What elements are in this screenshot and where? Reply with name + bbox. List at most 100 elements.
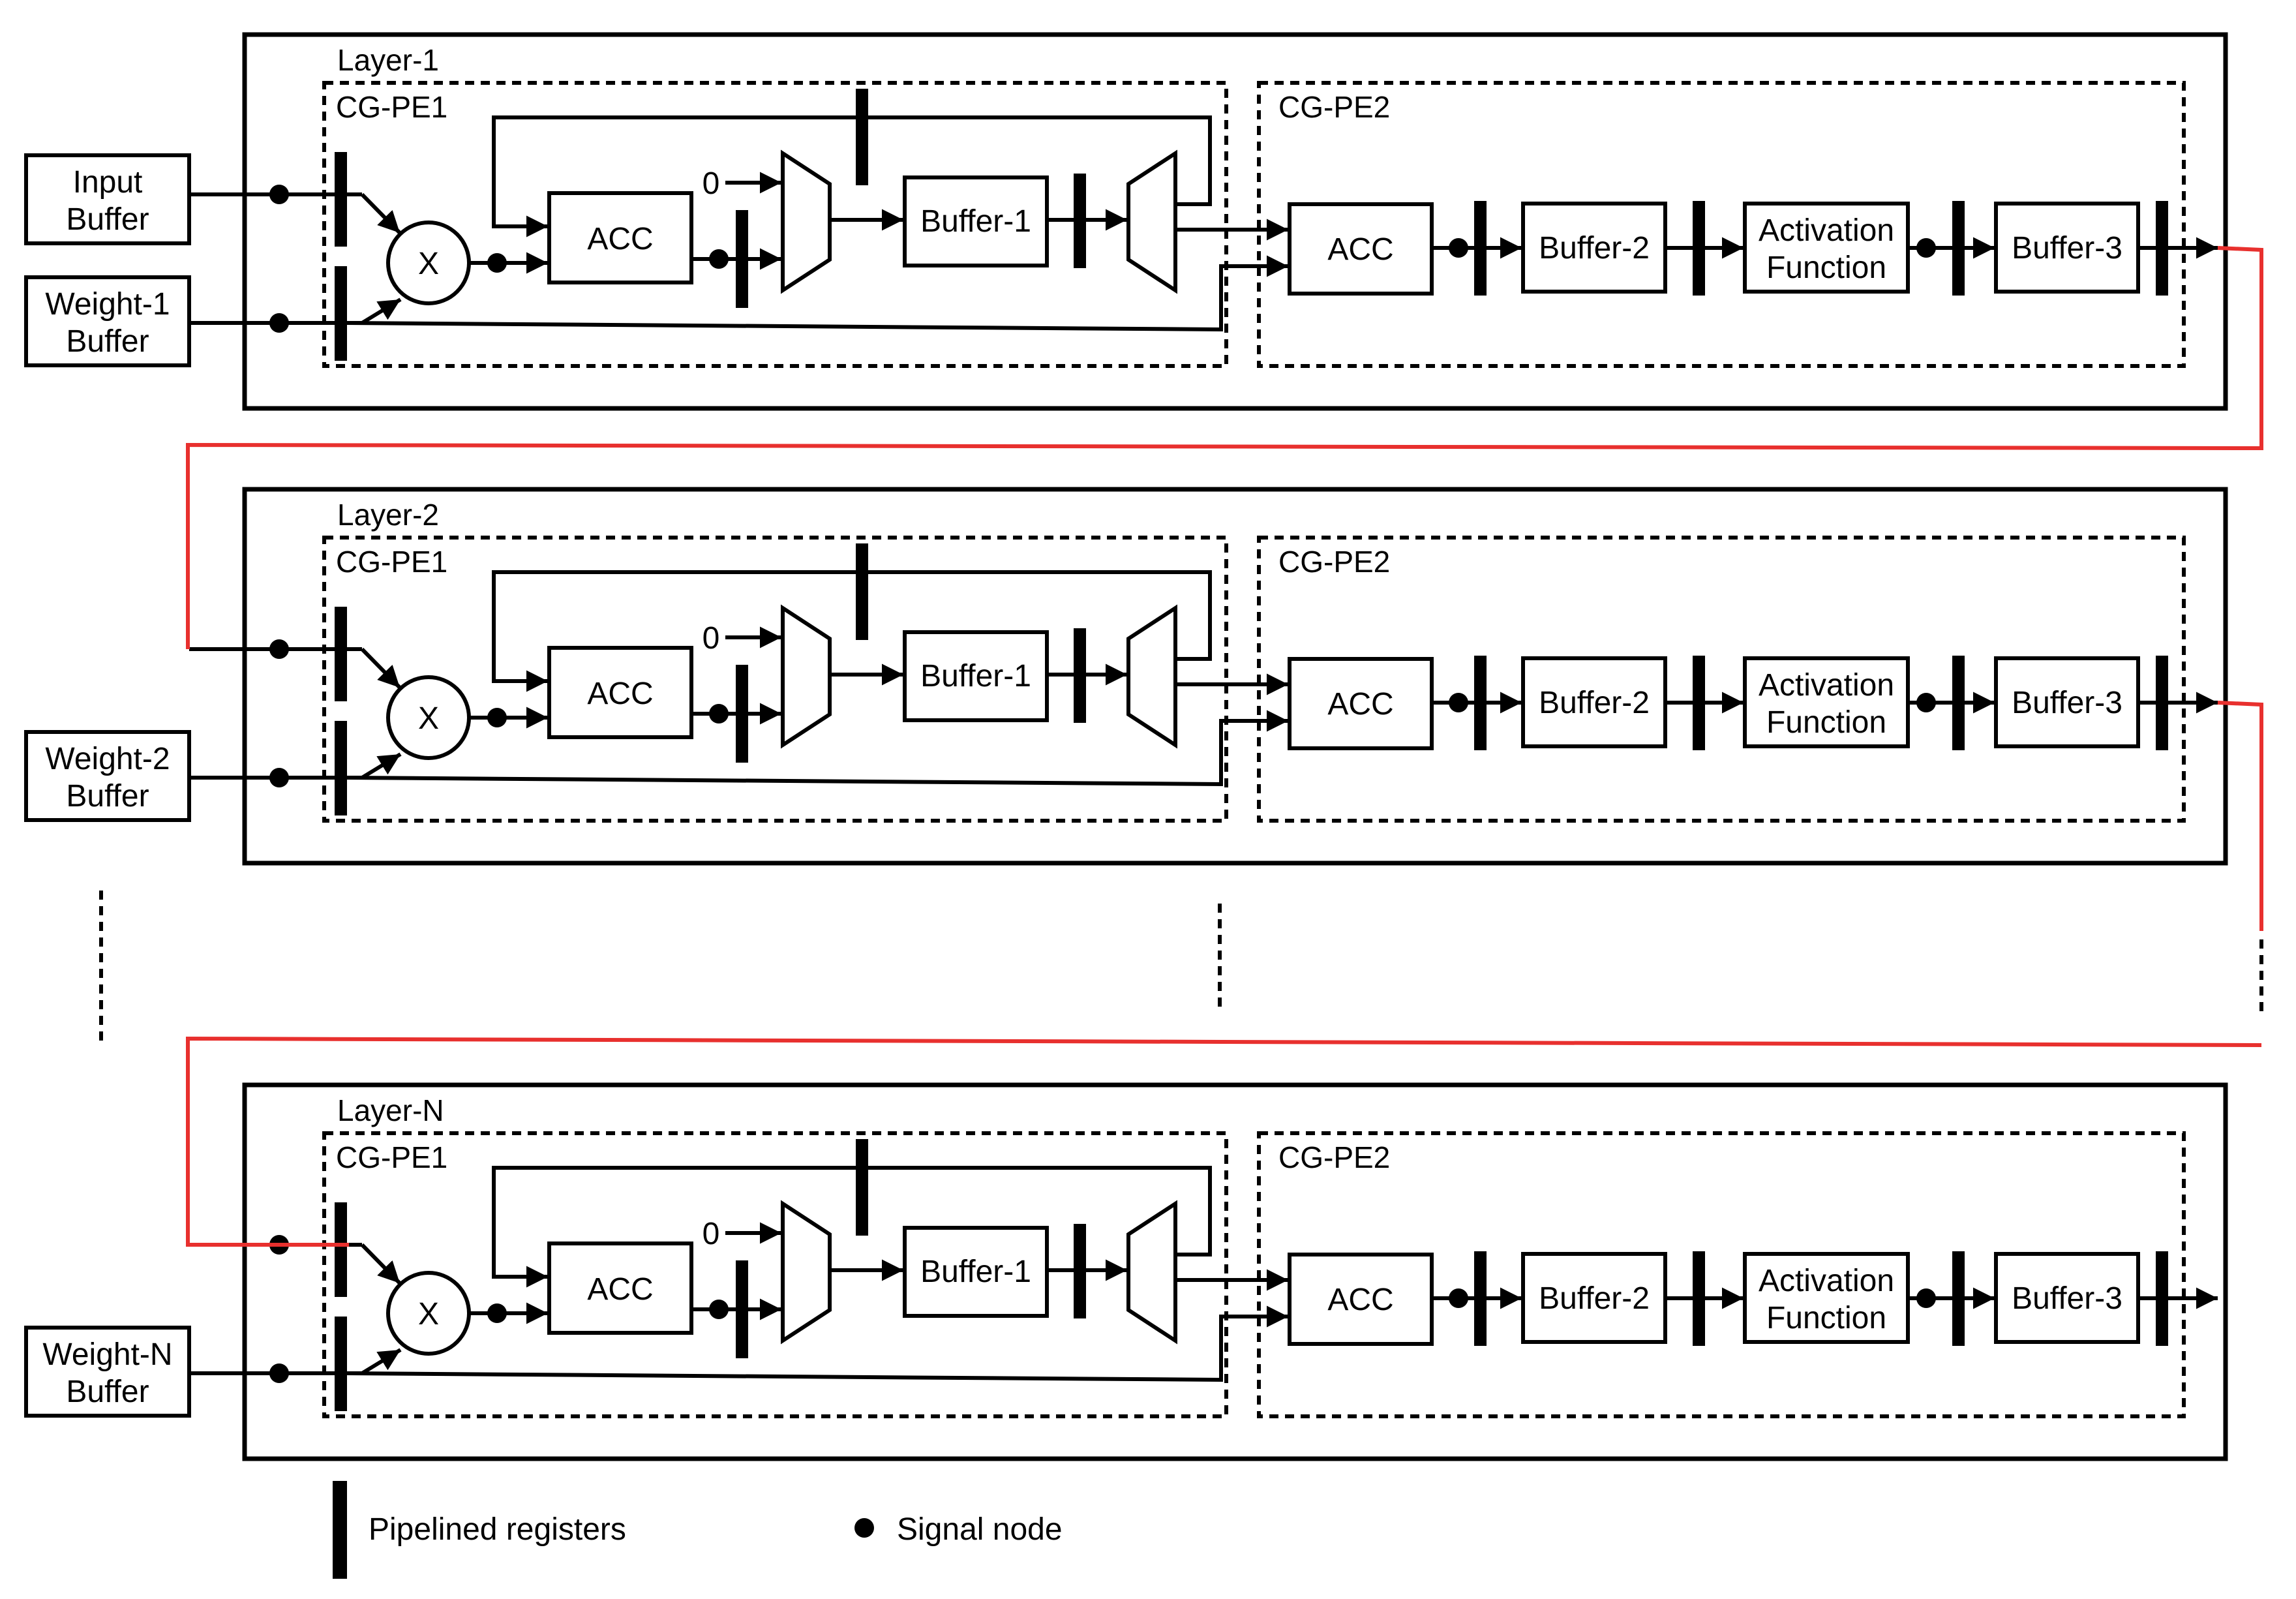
activation-function-label: Function	[1766, 705, 1886, 740]
layer-frame	[242, 487, 2228, 866]
layer-1: Layer-1 CG-PE1 CG-PE2 Input Buffer Weigh…	[24, 32, 2228, 411]
signal-node	[269, 313, 289, 333]
pipeline-register	[736, 210, 748, 308]
feedback-wire	[492, 1166, 1212, 1288]
buffer-2-label: Buffer-2	[1539, 686, 1650, 720]
multiplexer	[781, 149, 832, 294]
pipeline-register	[2156, 656, 2168, 750]
pipeline-register	[736, 1260, 748, 1358]
legend-node-swatch	[854, 1518, 874, 1538]
wire	[361, 1348, 402, 1375]
layer-link-1-to-2	[186, 246, 2263, 649]
layer-link-2-to-next	[2217, 701, 2263, 931]
signal-node	[487, 1303, 507, 1323]
buffer-1-label: Buffer-1	[920, 659, 1031, 693]
wire	[360, 647, 402, 690]
pipeline-register	[1474, 201, 1487, 296]
activation-function-block	[1743, 656, 1910, 748]
legend: Pipelined registers Signal node	[333, 1481, 1063, 1579]
acc-block	[1288, 657, 1434, 750]
buffer-1-block	[903, 1226, 1049, 1318]
layer-link-to-n	[186, 1036, 2262, 1247]
zero-label: 0	[702, 1217, 720, 1251]
weight-buffer-label: Weight-1	[45, 287, 170, 322]
pipeline-register	[2156, 1251, 2168, 1346]
pipeline-register	[1474, 656, 1487, 750]
buffer-3-block	[1994, 656, 2140, 748]
acc-block	[547, 191, 693, 284]
activation-function-block	[1743, 202, 1910, 294]
signal-node	[1916, 1288, 1936, 1308]
wire	[360, 192, 402, 235]
pipeline-register	[1074, 1224, 1086, 1318]
layer-title: Layer-1	[337, 43, 439, 77]
activation-function-label: Function	[1766, 1301, 1886, 1335]
multiplexer	[781, 1200, 832, 1345]
weight-bypass-wire	[346, 710, 1288, 787]
acc-label: ACC	[587, 677, 653, 711]
signal-node	[1916, 693, 1936, 712]
weight-buffer-label: Weight-N	[42, 1337, 172, 1372]
buffer-2-block	[1521, 202, 1667, 294]
signal-node	[709, 1300, 729, 1319]
demultiplexer	[1126, 604, 1177, 749]
weight-buffer-block	[24, 730, 191, 822]
input-buffer-block	[24, 153, 191, 245]
acc-block	[1288, 1253, 1434, 1346]
multiplier-label: X	[418, 1297, 439, 1332]
legend-register-label: Pipelined registers	[369, 1512, 626, 1547]
weight-buffer-block	[24, 275, 191, 367]
acc-label: ACC	[1327, 232, 1393, 267]
layer-2: Layer-2 CG-PE1 CG-PE2 Weight-2 Buffer X …	[24, 487, 2228, 866]
pipeline-register	[1074, 174, 1086, 268]
demultiplexer	[1126, 149, 1177, 294]
activation-function-label: Function	[1766, 251, 1886, 285]
acc-block	[547, 646, 693, 739]
wire	[360, 1243, 402, 1285]
pipeline-register	[856, 543, 868, 640]
signal-node	[1449, 693, 1468, 712]
layer-frame	[242, 1082, 2228, 1461]
pipeline-register	[856, 1139, 868, 1236]
buffer-3-block	[1994, 202, 2140, 294]
buffer-3-label: Buffer-3	[2012, 686, 2122, 720]
buffer-2-label: Buffer-2	[1539, 1281, 1650, 1316]
pipeline-register	[1693, 656, 1705, 750]
cg-pe1-label: CG-PE1	[336, 545, 447, 579]
wire	[361, 297, 402, 325]
input-buffer-label: Buffer	[66, 202, 149, 237]
activation-function-label: Activation	[1759, 668, 1894, 703]
buffer-1-label: Buffer-1	[920, 204, 1031, 239]
cg-pe1-label: CG-PE1	[336, 1140, 447, 1174]
pipeline-register	[1952, 201, 1965, 296]
weight-buffer-label: Buffer	[66, 779, 149, 814]
zero-label: 0	[702, 621, 720, 656]
activation-function-label: Activation	[1759, 213, 1894, 248]
signal-node	[1449, 1288, 1468, 1308]
multiplexer	[781, 604, 832, 749]
pipeline-register	[736, 665, 748, 763]
acc-label: ACC	[587, 1272, 653, 1307]
demultiplexer	[1126, 1200, 1177, 1345]
pipeline-register	[335, 1317, 347, 1411]
weight-buffer-label: Weight-2	[45, 742, 170, 776]
activation-function-label: Activation	[1759, 1264, 1894, 1298]
buffer-3-label: Buffer-3	[2012, 231, 2122, 266]
cg-pe1-region	[322, 536, 1228, 823]
pipeline-register	[1952, 656, 1965, 750]
weight-bypass-wire	[346, 1305, 1288, 1382]
layer-title: Layer-2	[337, 498, 439, 532]
weight-buffer-label: Buffer	[66, 1375, 149, 1409]
layer-title: Layer-N	[337, 1093, 444, 1127]
pipeline-register	[1074, 628, 1086, 723]
cg-pe2-region	[1257, 536, 2186, 823]
pipeline-register	[856, 89, 868, 185]
layer-frame	[242, 32, 2228, 411]
cg-pe2-region	[1257, 81, 2186, 368]
zero-label: 0	[702, 166, 720, 201]
acc-label: ACC	[1327, 1283, 1393, 1317]
pipeline-register	[335, 266, 347, 361]
feedback-wire	[492, 115, 1212, 237]
signal-node	[487, 708, 507, 727]
